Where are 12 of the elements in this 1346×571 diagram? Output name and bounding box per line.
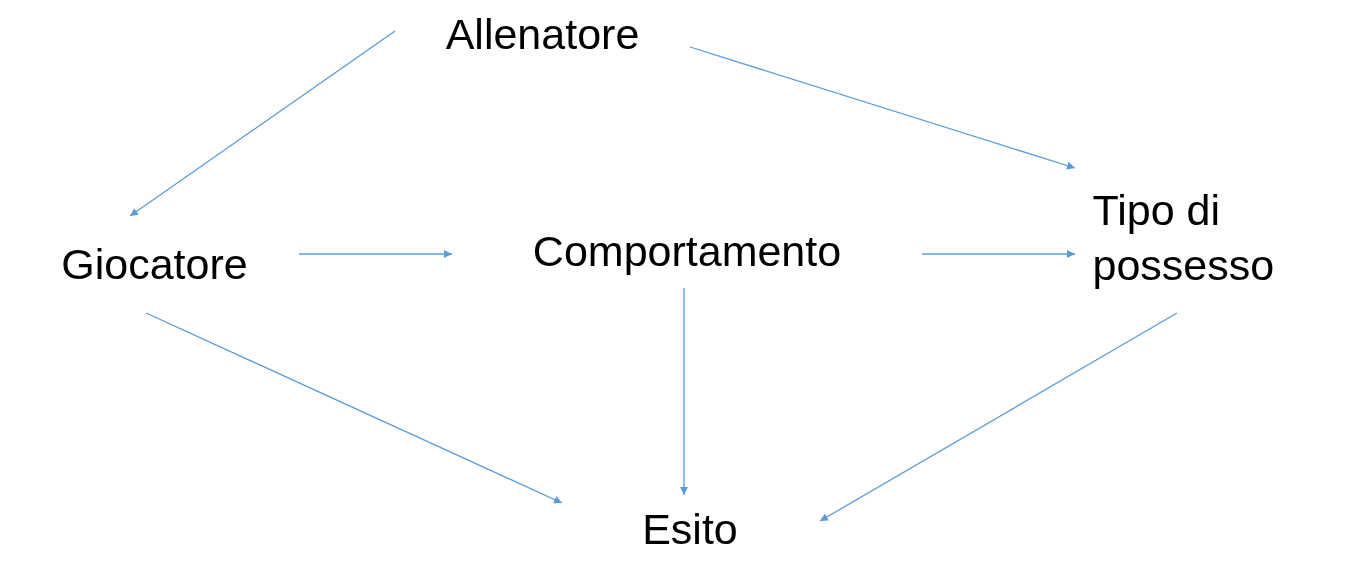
node-label: Comportamento [532, 226, 842, 277]
arrow [129, 30, 396, 217]
arrow [680, 287, 688, 496]
node-label: Esito [642, 504, 738, 556]
arrow [298, 250, 453, 258]
node-label: Giocatore [61, 239, 248, 290]
node-label: Allenatore [445, 9, 640, 61]
arrow [921, 250, 1076, 258]
node-label: Tipo di possesso [1092, 184, 1276, 291]
arrow [819, 312, 1178, 522]
arrow [145, 312, 563, 504]
arrow [689, 46, 1076, 170]
